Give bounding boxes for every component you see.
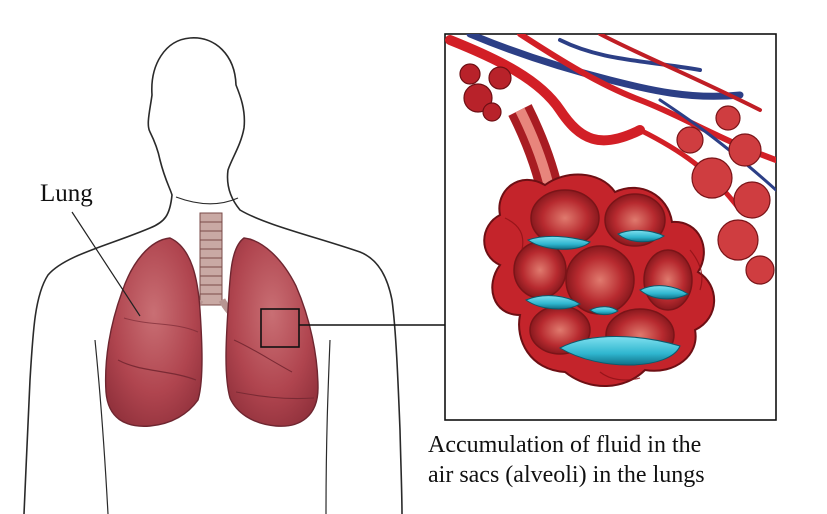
arm-line-right: [326, 340, 330, 514]
caption-line-2: air sacs (alveoli) in the lungs: [428, 460, 808, 490]
neck-line: [176, 197, 238, 204]
lung-label: Lung: [40, 180, 93, 208]
inset-caption: Accumulation of fluid in the air sacs (a…: [428, 430, 808, 490]
left-lung: [106, 238, 202, 426]
caption-line-1: Accumulation of fluid in the: [428, 430, 808, 460]
lung-label-pointer: [72, 212, 140, 316]
